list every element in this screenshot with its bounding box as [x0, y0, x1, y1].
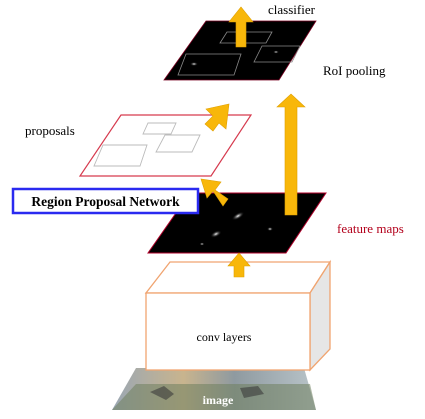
proposals-label: proposals	[25, 123, 75, 138]
arrow-feature-to-roi	[276, 93, 306, 216]
arrow-conv-to-feature	[227, 252, 251, 278]
classifier-label: classifier	[268, 2, 316, 17]
image-plane	[112, 368, 316, 410]
image-label: image	[203, 393, 234, 407]
arrow-feature-to-proposals	[200, 178, 229, 207]
arrow-to-classifier	[228, 6, 254, 48]
rpn-label: Region Proposal Network	[31, 194, 180, 209]
rpn-box	[11, 187, 200, 215]
proposals-plane	[78, 114, 253, 177]
roi-pooling-label: RoI pooling	[323, 63, 386, 78]
conv-layers-label: conv layers	[197, 330, 252, 344]
conv-layers-box	[144, 259, 332, 372]
feature-maps-label: feature maps	[337, 221, 404, 236]
roi-pooling-plane	[163, 20, 317, 81]
arrow-proposals-to-roi	[204, 103, 230, 132]
